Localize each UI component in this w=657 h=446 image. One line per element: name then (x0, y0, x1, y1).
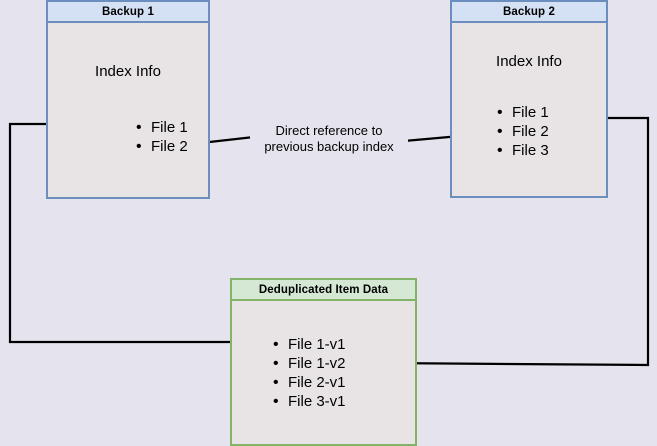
list-item: File 3-v1 (273, 392, 346, 411)
backup-2-item-list: File 1 File 2 File 3 (497, 103, 549, 160)
deduplicated-item-data-header-label: Deduplicated Item Data (258, 283, 389, 296)
list-item: File 2-v1 (273, 373, 346, 392)
list-item: File 3 (497, 141, 549, 160)
edge-label-line-1: Direct reference to (275, 123, 383, 138)
list-item: File 2 (136, 137, 188, 156)
backup-2-header: Backup 2 (452, 2, 606, 23)
list-item: File 2 (497, 122, 549, 141)
deduplicated-item-data-box: Deduplicated Item Data File 1-v1 File 1-… (230, 278, 417, 446)
edge-label-direct-reference: Direct reference to previous backup inde… (250, 122, 408, 156)
list-item: File 1 (136, 118, 188, 137)
backup-2-box: Backup 2 Index Info File 1 File 2 File 3 (450, 0, 608, 198)
backup-2-header-label: Backup 2 (503, 5, 555, 18)
edge-label-line-2: previous backup index (264, 139, 394, 154)
deduplicated-item-data-header: Deduplicated Item Data (232, 280, 415, 301)
list-item: File 1-v1 (273, 335, 346, 354)
backup-1-header-label: Backup 1 (102, 5, 154, 18)
edge-backup2-file1-to-dedup (375, 116, 650, 374)
backup-1-box: Backup 1 Index Info File 1 File 2 (46, 0, 210, 199)
backup-1-header: Backup 1 (48, 2, 208, 23)
list-item: File 1 (497, 103, 549, 122)
backup-1-item-list: File 1 File 2 (136, 118, 188, 156)
deduplicated-item-list: File 1-v1 File 1-v2 File 2-v1 File 3-v1 (273, 335, 346, 411)
backup-2-title: Index Info (496, 53, 562, 70)
list-item: File 1-v2 (273, 354, 346, 373)
backup-1-title: Index Info (95, 63, 161, 80)
